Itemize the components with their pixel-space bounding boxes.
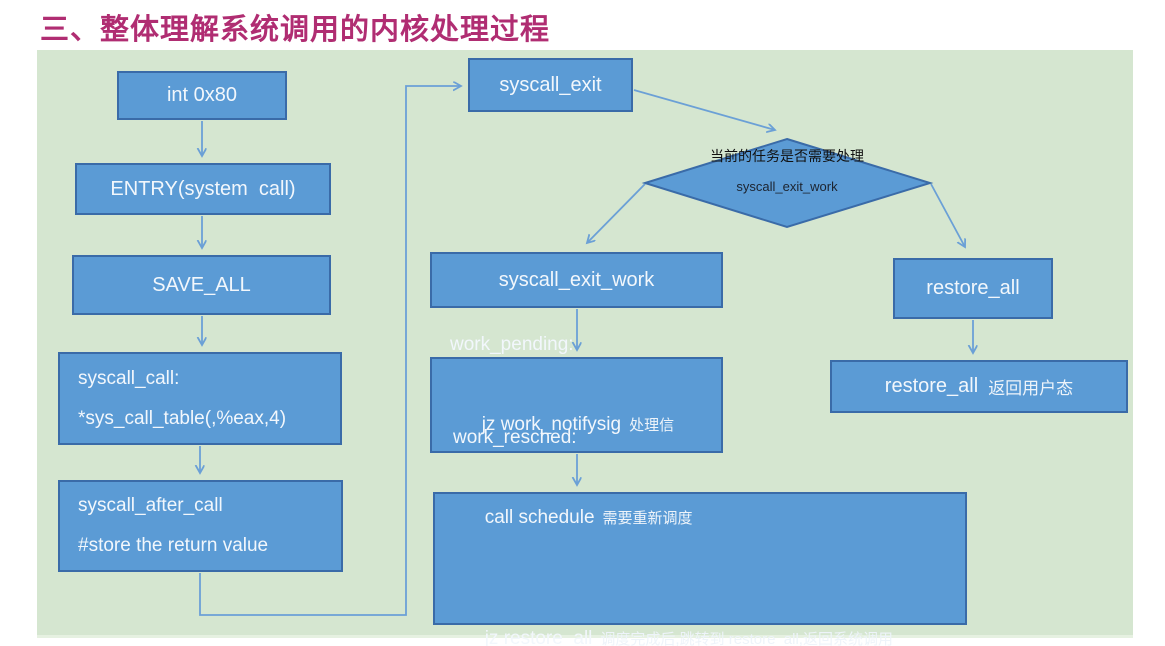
decision-question: 当前的任务是否需要处理	[710, 148, 864, 164]
node-entry-label: ENTRY(system call)	[110, 177, 296, 200]
node-entry: ENTRY(system call)	[75, 163, 331, 215]
node-work-resched-line3: jz restore_all 调度完成后,跳转到 restore_all,返回系统…	[453, 579, 893, 646]
node-restore-all-user-main: restore_all	[884, 375, 979, 397]
decision-label: 当前的任务是否需要处理 syscall_exit_work	[647, 148, 927, 194]
node-work-resched-line3-main: jz restore_all	[484, 627, 593, 646]
node-work-resched-line2: call schedule 需要重新调度	[453, 458, 693, 579]
node-restore-all: restore_all	[893, 258, 1053, 319]
node-restore-all-user-note: 返回用户态	[988, 379, 1074, 398]
node-work-pending-line2-note: 处理信	[629, 416, 675, 434]
node-restore-all-user: restore_all 返回用户态	[830, 360, 1128, 413]
node-syscall-call: syscall_call: *sys_call_table(,%eax,4)	[58, 352, 342, 445]
node-restore-all-label: restore_all	[926, 277, 1020, 299]
node-work-pending-line2: jz work_notifysig 处理信	[450, 365, 674, 486]
node-work-resched-line2-note: 需要重新调度	[602, 509, 693, 527]
node-syscall-after-call-line1: syscall_after_call	[78, 495, 223, 516]
node-syscall-call-line2: *sys_call_table(,%eax,4)	[78, 407, 287, 429]
node-work-resched-line3-note: 调度完成后,跳转到 restore_all,返回系统调用	[600, 630, 893, 646]
node-work-pending: work_pending: jz work_notifysig 处理信	[430, 334, 723, 453]
node-work-resched-line2-main: call schedule	[484, 506, 595, 528]
node-syscall-after-call: syscall_after_call #store the return val…	[58, 480, 343, 572]
decision-sub-label: syscall_exit_work	[736, 179, 838, 194]
node-syscall-exit: syscall_exit	[468, 58, 633, 112]
node-int0x80-label: int 0x80	[166, 84, 238, 106]
node-work-resched-line1: work_resched:	[453, 426, 577, 448]
node-syscall-after-call-line2: #store the return value	[78, 535, 269, 556]
node-work-pending-line1: work_pending:	[450, 333, 574, 355]
node-syscall-exit-work: syscall_exit_work	[430, 252, 723, 308]
node-work-pending-line2-main: jz work_notifysig	[481, 413, 622, 435]
node-syscall-exit-label: syscall_exit	[499, 73, 602, 96]
node-work-resched: work_resched: call schedule 需要重新调度 jz res…	[433, 427, 967, 646]
node-save-all-label: SAVE_ALL	[152, 273, 251, 296]
node-syscall-exit-work-label: syscall_exit_work	[498, 268, 655, 291]
page-title: 三、整体理解系统调用的内核处理过程	[40, 14, 551, 46]
node-int0x80: int 0x80	[117, 71, 287, 120]
node-syscall-call-line1: syscall_call:	[78, 367, 180, 389]
node-save-all: SAVE_ALL	[72, 255, 331, 315]
